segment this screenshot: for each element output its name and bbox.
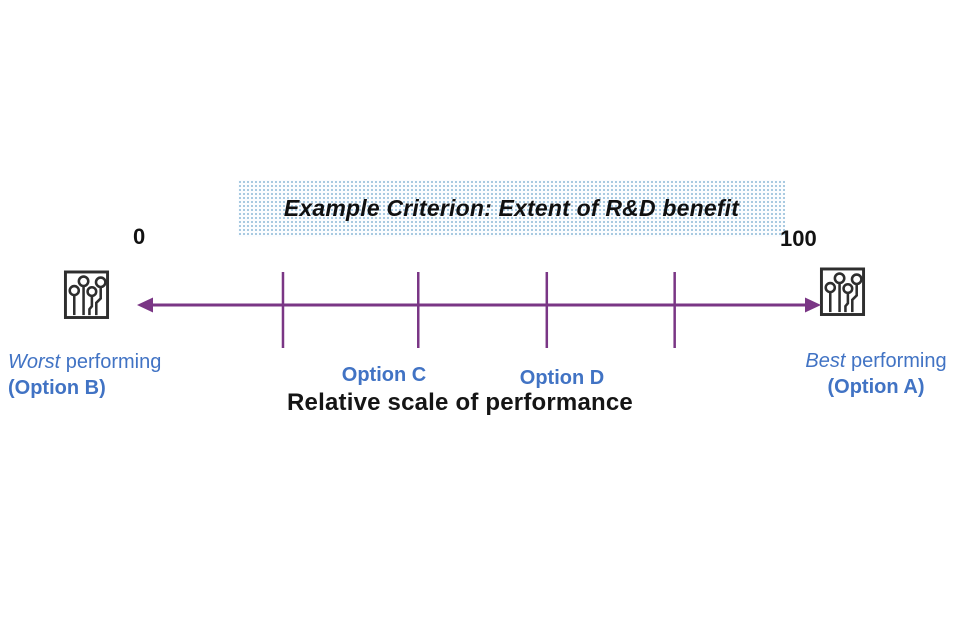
worst-endpoint-label: Worst performing (Option B) [8, 349, 208, 401]
scale-min-label: 0 [133, 224, 146, 249]
scale-max-label: 100 [780, 226, 817, 251]
axis-caption: Relative scale of performance [287, 389, 633, 416]
criterion-title-box: Example Criterion: Extent of R&D benefit [238, 180, 785, 237]
circuit-chip-icon [819, 266, 866, 317]
criterion-title: Example Criterion: Extent of R&D benefit [283, 195, 740, 221]
arrowhead-left [137, 297, 153, 313]
option-d-label: Option D [519, 367, 605, 389]
option-b-label: (Option B) [8, 377, 106, 399]
circuit-chip-icon [63, 269, 110, 320]
arrowhead-right [805, 297, 821, 313]
worst-performing-text: Worst performing [8, 351, 162, 373]
scale-axis [133, 263, 825, 351]
scale-ticks [281, 272, 676, 348]
option-a-label: (Option A) [827, 376, 925, 398]
option-c-label: Option C [341, 364, 427, 386]
best-endpoint-label: Best performing (Option A) [793, 348, 959, 400]
best-performing-text: Best performing [805, 350, 947, 372]
